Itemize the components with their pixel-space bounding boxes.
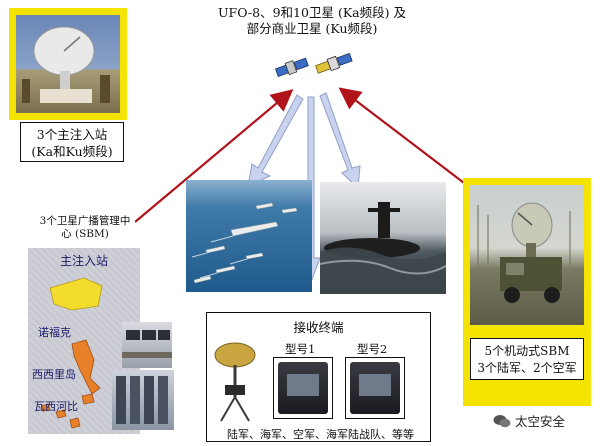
mobile-sbm-line-2: 3个陆军、2个空军 bbox=[477, 361, 577, 375]
satellite-title: UFO-8、9和10卫星 (Ka频段) 及 部分商业卫星 (Ku频段) bbox=[214, 5, 410, 37]
uplink-arrow-left bbox=[134, 89, 294, 223]
sbm-line-1: 3个卫星广播管理中 bbox=[39, 215, 131, 227]
receiving-terminal-title: 接收终端 bbox=[293, 320, 344, 335]
sbm-line-2: 心 (SBM) bbox=[61, 228, 109, 240]
control-room-photo-1 bbox=[122, 322, 172, 368]
map-location-2: 西西里岛 bbox=[32, 368, 76, 381]
model-2-label: 型号2 bbox=[357, 342, 388, 356]
sbm-label: 3个卫星广播管理中 心 (SBM) bbox=[35, 215, 135, 247]
satellite-left-icon bbox=[274, 57, 309, 78]
watermark: 太空安全 bbox=[493, 411, 565, 430]
uplink-arrow-right bbox=[338, 87, 469, 187]
military-vehicle-dish-icon bbox=[477, 202, 571, 303]
ships-photo bbox=[186, 180, 312, 292]
downlink-arrow-left bbox=[247, 94, 304, 187]
satellite-right-icon bbox=[315, 52, 353, 74]
map-location-3: 瓦西河比 bbox=[34, 400, 78, 413]
hawaii-region bbox=[41, 403, 81, 429]
model-2-device bbox=[345, 357, 405, 419]
italy-region bbox=[71, 339, 101, 395]
main-station-photo bbox=[16, 15, 120, 113]
title-line-1: UFO-8、9和10卫星 (Ka频段) 及 bbox=[218, 5, 406, 20]
mobile-sbm-line-1: 5个机动式SBM bbox=[484, 344, 570, 358]
sicily-region bbox=[81, 393, 95, 405]
downlink-arrow-right bbox=[319, 92, 361, 190]
control-room-photo-2 bbox=[112, 370, 174, 430]
main-station-photo-frame bbox=[9, 8, 127, 120]
main-station-line-2: (Ka和Ku频段) bbox=[31, 144, 113, 159]
receiving-terminal-box: 接收终端 型号1 型号2 陆军、海军、空军、海军陆战队、等等 bbox=[206, 312, 431, 442]
submarine-photo bbox=[320, 182, 446, 294]
mobile-sbm-photo bbox=[470, 185, 584, 325]
virginia-region bbox=[49, 277, 103, 311]
main-station-line-1: 3个主注入站 bbox=[36, 127, 108, 142]
map-header: 主注入站 bbox=[59, 254, 108, 268]
wechat-icon bbox=[493, 414, 511, 427]
portable-dish-icon bbox=[214, 342, 256, 422]
mobile-sbm-photo-frame: 5个机动式SBM 3个陆军、2个空军 bbox=[463, 178, 591, 406]
title-line-2: 部分商业卫星 (Ku频段) bbox=[246, 21, 378, 36]
map-location-1: 诺福克 bbox=[38, 326, 71, 339]
satellites bbox=[274, 52, 353, 78]
map-regions bbox=[41, 277, 103, 429]
model-1-device bbox=[273, 357, 333, 419]
main-station-label: 3个主注入站 (Ka和Ku频段) bbox=[20, 122, 124, 162]
receiver-users: 陆军、海军、空军、海军陆战队、等等 bbox=[227, 428, 414, 441]
mobile-sbm-label: 5个机动式SBM 3个陆军、2个空军 bbox=[470, 338, 584, 380]
model-1-label: 型号1 bbox=[285, 342, 316, 356]
satellite-dish-icon bbox=[22, 26, 110, 103]
watermark-text: 太空安全 bbox=[515, 414, 566, 429]
